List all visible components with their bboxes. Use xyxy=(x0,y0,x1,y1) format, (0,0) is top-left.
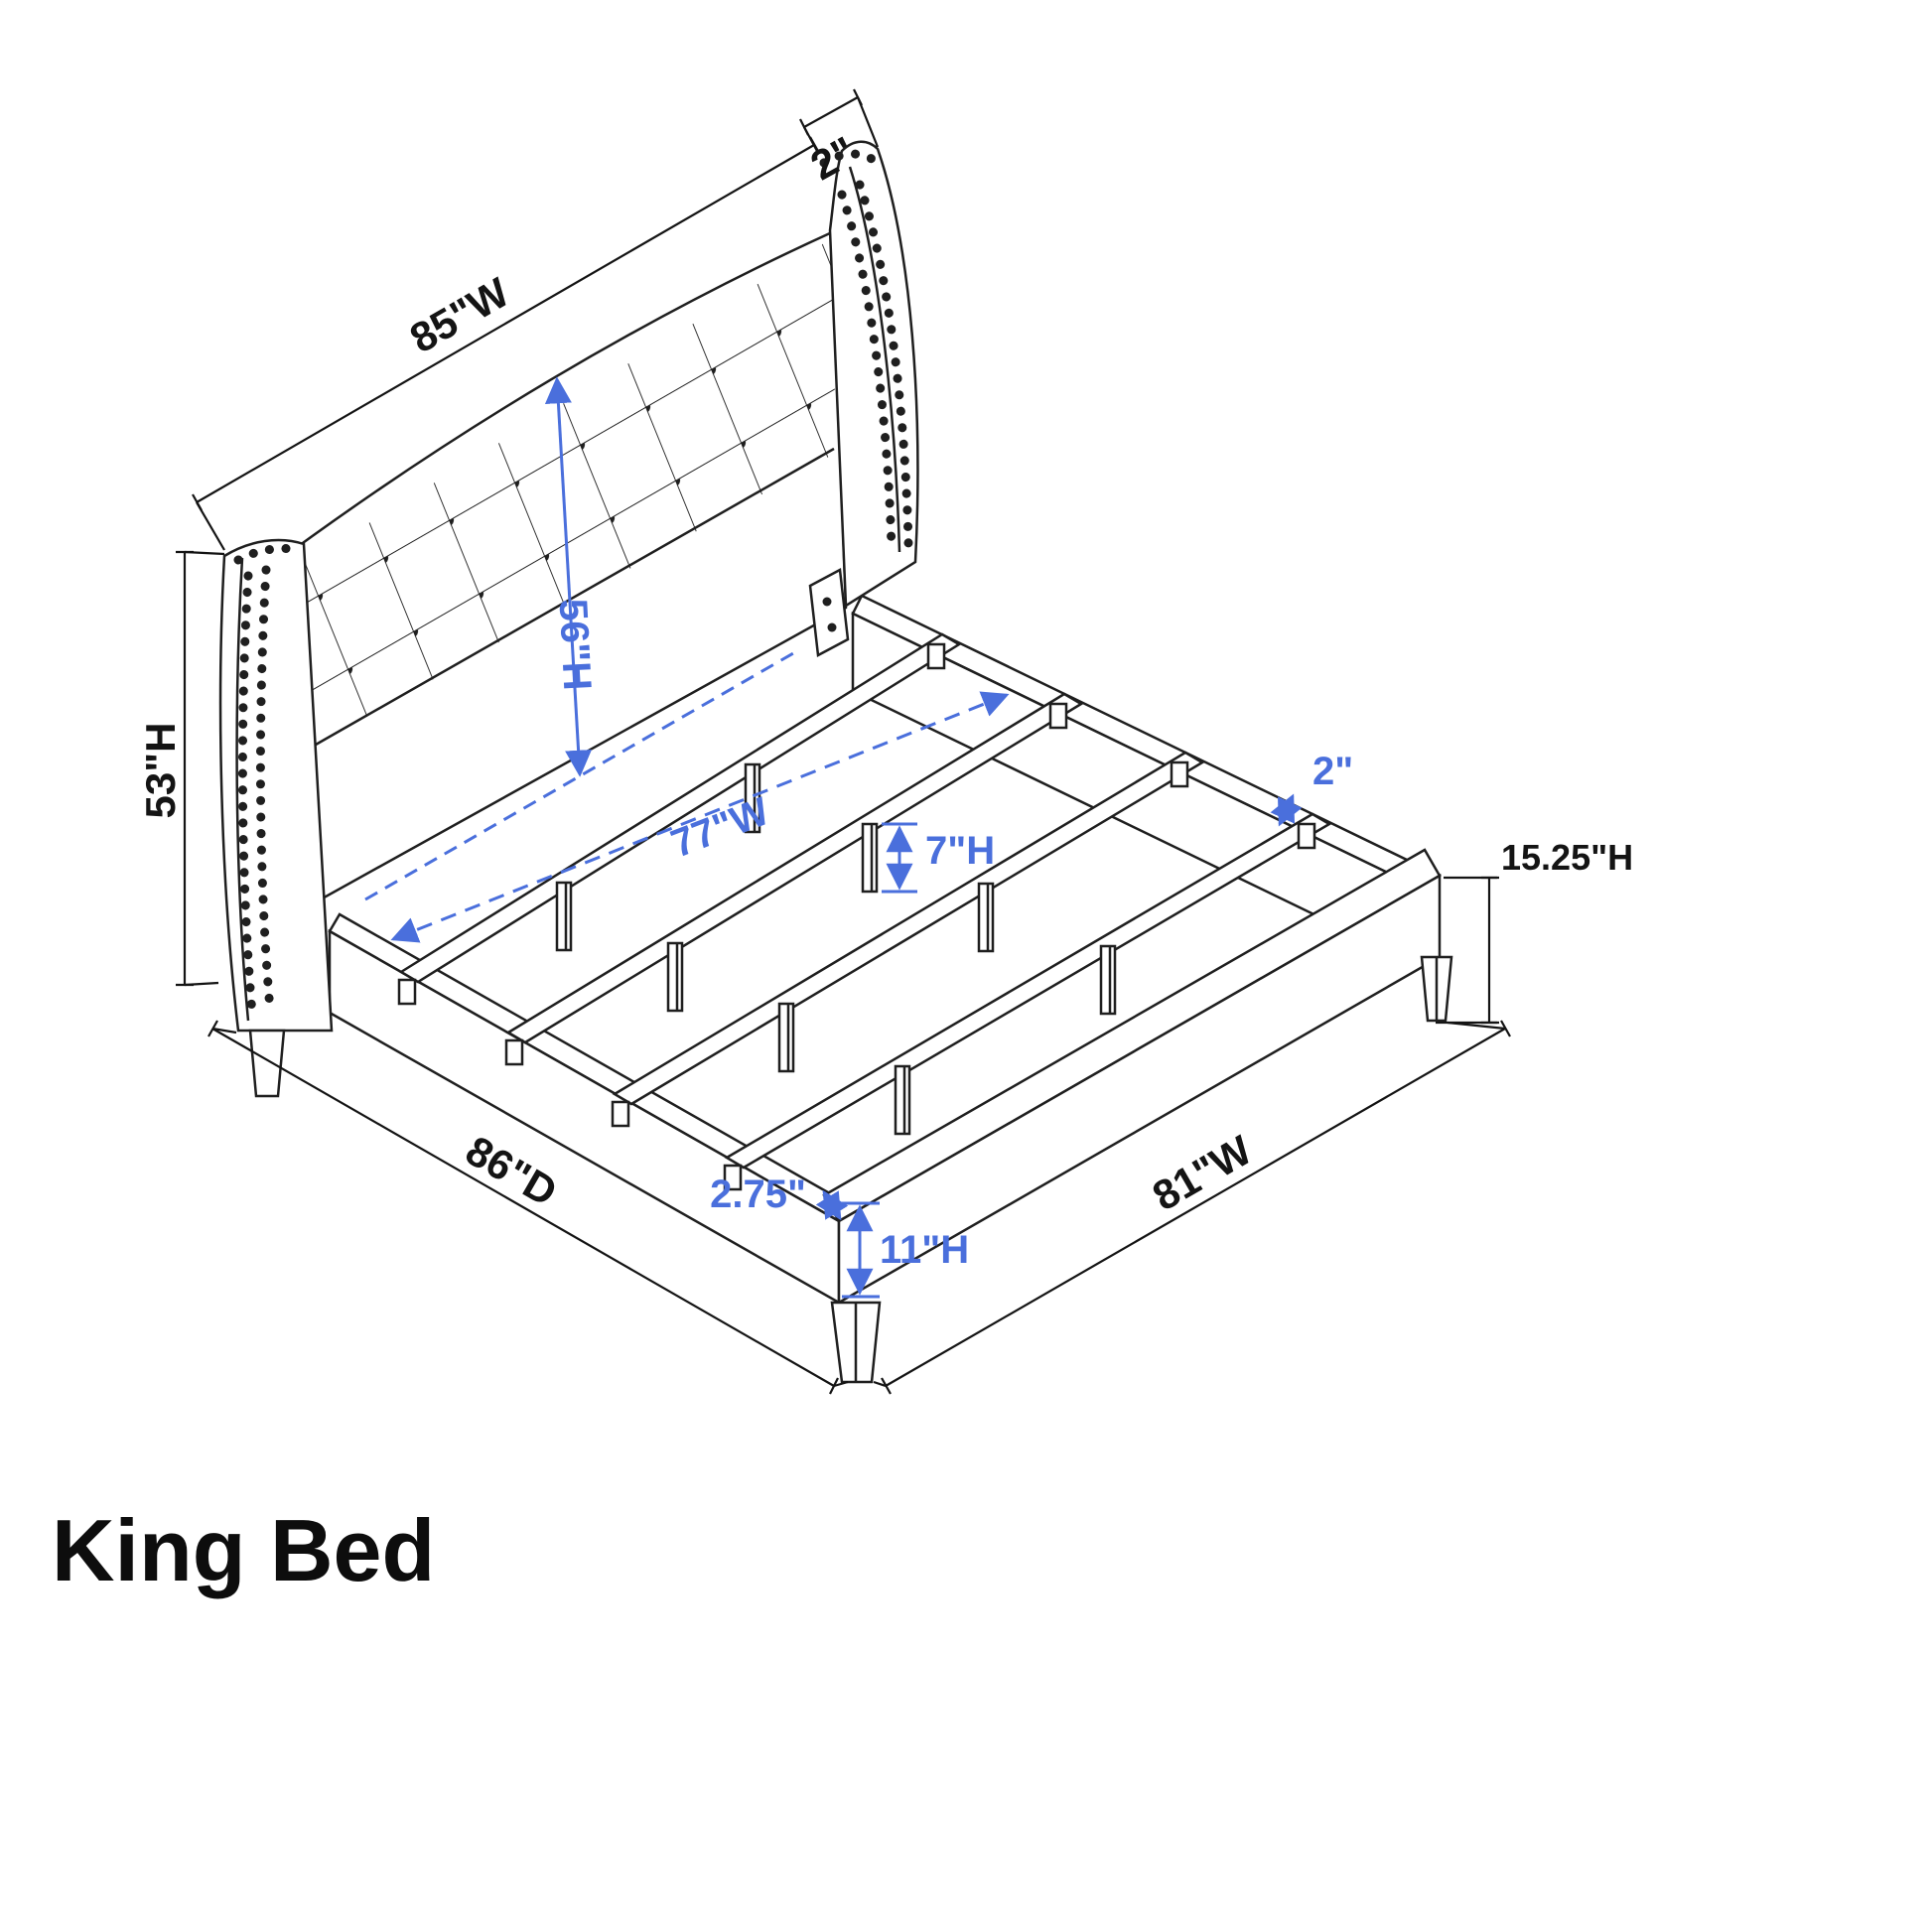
dim-label-11h: 11"H xyxy=(880,1228,969,1272)
headboard-panel xyxy=(264,230,848,907)
left-wing-nailheads xyxy=(255,565,275,1014)
dim-front-rail-top-width: 2.75" xyxy=(710,1173,849,1221)
dim-front-rail-height: 11"H xyxy=(842,1201,969,1299)
left-wing-nailheads xyxy=(233,543,303,565)
left-wing-nailheads xyxy=(237,571,257,1018)
right-wing-nailheads xyxy=(819,149,877,168)
dim-label-2in-rail: 2" xyxy=(1312,750,1353,793)
dim-slat-support-height: 7"H xyxy=(882,822,995,894)
legs xyxy=(830,955,1453,1384)
dim-rail-top-thickness: 2" xyxy=(1270,750,1353,827)
headboard-bracket xyxy=(808,568,850,657)
dim-label-56h: 56"H xyxy=(551,598,600,692)
slat xyxy=(724,812,1332,1170)
right-wing-nailheads xyxy=(855,180,913,549)
right-wing xyxy=(819,140,919,609)
dim-label-1525h: 15.25"H xyxy=(1501,837,1633,878)
diagram-title: King Bed xyxy=(52,1501,435,1599)
right-wing-nailheads xyxy=(837,190,897,553)
dim-label-53h: 53"H xyxy=(137,723,184,819)
dim-label-7h: 7"H xyxy=(925,829,995,873)
dim-label-85w: 85"W xyxy=(402,268,517,361)
left-wing-leg xyxy=(248,1029,286,1098)
dim-side-rail-height: 15.25"H xyxy=(1436,837,1633,1025)
dim-label-86d: 86"D xyxy=(459,1127,565,1215)
dim-headboard-height: 53"H xyxy=(137,550,225,987)
left-wing xyxy=(218,538,334,1098)
dim-label-2-75: 2.75" xyxy=(710,1173,806,1216)
dim-label-81w: 81"W xyxy=(1145,1126,1260,1219)
